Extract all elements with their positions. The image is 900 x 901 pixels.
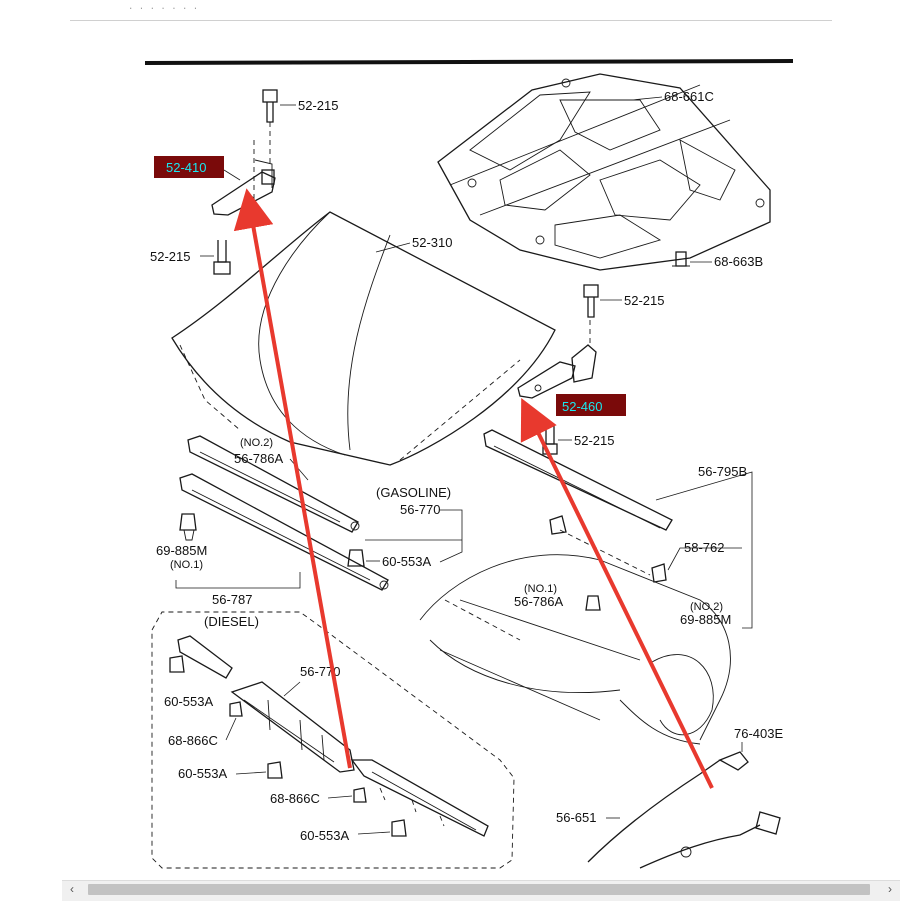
bolt-top-right	[583, 284, 599, 318]
scroll-right-icon[interactable]: ›	[888, 882, 892, 896]
top-strip: · · · · · · ·	[70, 4, 832, 21]
label-68-866c-1: 68-866C	[168, 733, 218, 748]
label-68-866c-2: 68-866C	[270, 791, 320, 806]
label-60-553a-gas: 60-553A	[382, 554, 431, 569]
bolt-top-left	[262, 89, 278, 123]
label-52-215-c: 52-215	[624, 293, 664, 308]
label-56-770-gas: 56-770	[400, 502, 440, 517]
hood-insulator	[437, 73, 771, 271]
red-arrow-to-52-410	[233, 188, 352, 769]
label-69-885m-left-no: (NO.1)	[170, 559, 203, 571]
bolt-bottom-left	[213, 240, 231, 275]
diesel-outline	[151, 611, 515, 869]
label-gasoline: (GASOLINE)	[376, 485, 451, 500]
scroll-left-icon[interactable]: ‹	[70, 882, 74, 896]
highlight-52-410	[154, 156, 224, 178]
clip-diesel-2	[229, 701, 243, 717]
label-52-410: 52-410	[166, 160, 206, 175]
label-60-553a-d3: 60-553A	[300, 828, 349, 843]
label-56-786a-top-no: (NO.2)	[240, 437, 273, 449]
weatherstrip-no1	[179, 473, 389, 591]
highlight-52-460	[556, 394, 626, 416]
top-strip-text: · · · · · · ·	[128, 4, 199, 14]
label-52-215-a: 52-215	[298, 98, 338, 113]
label-60-553a-d1: 60-553A	[164, 694, 213, 709]
label-68-661c: 68-661C	[664, 89, 714, 104]
hood-panel	[171, 211, 556, 466]
label-69-885m-left: 69-885M	[156, 543, 207, 558]
label-69-885m-right: 69-885M	[680, 612, 731, 627]
label-68-663b: 68-663B	[714, 254, 763, 269]
label-60-553a-d2: 60-553A	[178, 766, 227, 781]
horizontal-scrollbar[interactable]: ‹ ›	[62, 880, 900, 901]
clip-58-762	[651, 563, 667, 583]
label-56-786a-right: 56-786A	[514, 594, 563, 609]
diesel-weatherstrip	[177, 635, 489, 837]
clip-cowl-left	[549, 515, 567, 535]
label-56-787: 56-787	[212, 592, 252, 607]
weatherstrip-no2	[187, 435, 360, 533]
red-arrow-to-52-460	[520, 398, 714, 789]
label-56-651: 56-651	[556, 810, 596, 825]
header-rule	[144, 59, 794, 65]
clip-69-885m-left	[179, 513, 197, 541]
clip-diesel-3	[267, 761, 283, 779]
label-69-885m-right-no: (NO.2)	[690, 601, 723, 613]
clip-diesel-5	[391, 819, 407, 837]
parts-diagram: 68-661C 68-663B 52-215 52-410 52-2	[144, 59, 794, 869]
clip-56-786a-right	[585, 595, 601, 611]
label-52-215-b: 52-215	[150, 249, 190, 264]
label-76-403e: 76-403E	[734, 726, 783, 741]
clip-60-553a-gas	[347, 549, 365, 567]
label-diesel: (DIESEL)	[204, 614, 259, 629]
label-52-215-d: 52-215	[574, 433, 614, 448]
label-56-795b: 56-795B	[698, 464, 747, 479]
scroll-thumb[interactable]	[88, 884, 870, 895]
label-58-762: 58-762	[684, 540, 724, 555]
label-56-786a-top: 56-786A	[234, 451, 283, 466]
label-56-786a-right-no: (NO.1)	[524, 583, 557, 595]
label-52-460: 52-460	[562, 399, 602, 414]
label-52-310: 52-310	[412, 235, 452, 250]
clip-diesel-4	[353, 787, 367, 803]
vehicle-body	[419, 429, 731, 745]
clip-diesel-1	[169, 655, 185, 673]
release-cable	[587, 751, 781, 869]
clip-68-663b	[672, 251, 690, 267]
